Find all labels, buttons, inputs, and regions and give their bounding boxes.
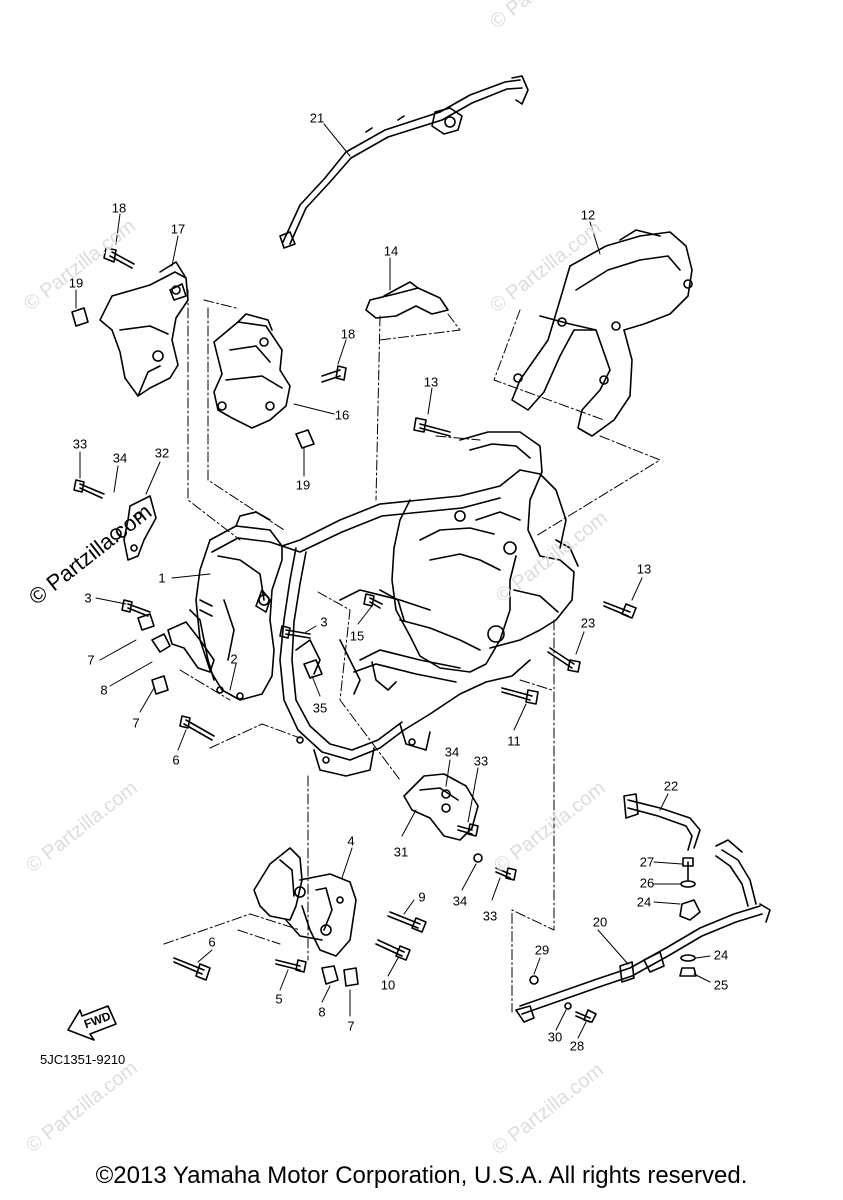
callout-27: 27 xyxy=(639,854,655,870)
part-31-bracket xyxy=(403,773,479,841)
callout-24: 24 xyxy=(713,947,729,963)
part-17-side-cover xyxy=(99,261,189,397)
callout-5: 5 xyxy=(275,991,283,1007)
callout-16: 16 xyxy=(334,407,350,423)
part-32-plate xyxy=(123,495,157,561)
bolts xyxy=(73,247,694,1023)
callout-21: 21 xyxy=(309,110,325,126)
callout-24: 24 xyxy=(636,894,652,910)
callout-14: 14 xyxy=(383,243,399,259)
reference-lines xyxy=(163,289,661,1013)
callout-6: 6 xyxy=(208,934,216,950)
part-12-rear-stay xyxy=(511,229,693,437)
callout-33: 33 xyxy=(72,436,88,452)
callout-26: 26 xyxy=(639,875,655,891)
diagram-code: 5JC1351-9210 xyxy=(40,1052,126,1067)
callout-4: 4 xyxy=(347,833,355,849)
callout-10: 10 xyxy=(380,977,396,993)
callout-33: 33 xyxy=(482,908,498,924)
callout-32: 32 xyxy=(154,445,170,461)
callout-7: 7 xyxy=(87,652,95,668)
part-21-upper-bar xyxy=(279,75,529,249)
callout-25: 25 xyxy=(713,977,729,993)
callout-18: 18 xyxy=(340,326,356,342)
callout-13: 13 xyxy=(423,374,439,390)
part-4-lower-bracket xyxy=(253,847,357,957)
callout-7: 7 xyxy=(132,715,140,731)
callout-31: 31 xyxy=(393,844,409,860)
callout-29: 29 xyxy=(534,942,550,958)
callout-6: 6 xyxy=(172,752,180,768)
callout-22: 22 xyxy=(663,778,679,794)
callout-34: 34 xyxy=(444,744,460,760)
part-20-lower-stay xyxy=(515,839,771,1023)
callout-35: 35 xyxy=(312,700,328,716)
small-hardware xyxy=(71,283,701,1010)
copyright-notice: ©2013 Yamaha Motor Corporation, U.S.A. A… xyxy=(95,1162,748,1189)
callout-11: 11 xyxy=(507,733,521,749)
part-14-bracket xyxy=(365,281,449,319)
callout-3: 3 xyxy=(84,590,92,606)
callout-28: 28 xyxy=(569,1038,585,1054)
callout-34: 34 xyxy=(452,893,468,909)
callout-leaders xyxy=(75,123,711,1039)
callout-18: 18 xyxy=(111,200,127,216)
callout-33: 33 xyxy=(473,753,489,769)
callout-9: 9 xyxy=(418,889,426,905)
callout-17: 17 xyxy=(170,221,186,237)
callout-12: 12 xyxy=(580,207,596,223)
part-16-engine-mount xyxy=(213,313,291,429)
callout-3: 3 xyxy=(320,614,328,630)
callout-19: 19 xyxy=(295,477,311,493)
callout-15: 15 xyxy=(349,628,365,644)
callout-20: 20 xyxy=(592,914,608,930)
callout-2: 2 xyxy=(230,651,238,667)
callout-1: 1 xyxy=(158,570,166,586)
callout-7: 7 xyxy=(347,1018,355,1034)
callout-30: 30 xyxy=(547,1029,563,1045)
part-22-link xyxy=(623,793,701,851)
part-1-main-frame xyxy=(167,431,579,777)
callout-34: 34 xyxy=(112,450,128,466)
callout-8: 8 xyxy=(318,1004,326,1020)
fwd-arrow-icon: FWD xyxy=(67,1005,117,1041)
callout-19: 19 xyxy=(68,275,84,291)
callout-23: 23 xyxy=(580,615,596,631)
callout-13: 13 xyxy=(636,561,652,577)
callout-8: 8 xyxy=(100,682,108,698)
